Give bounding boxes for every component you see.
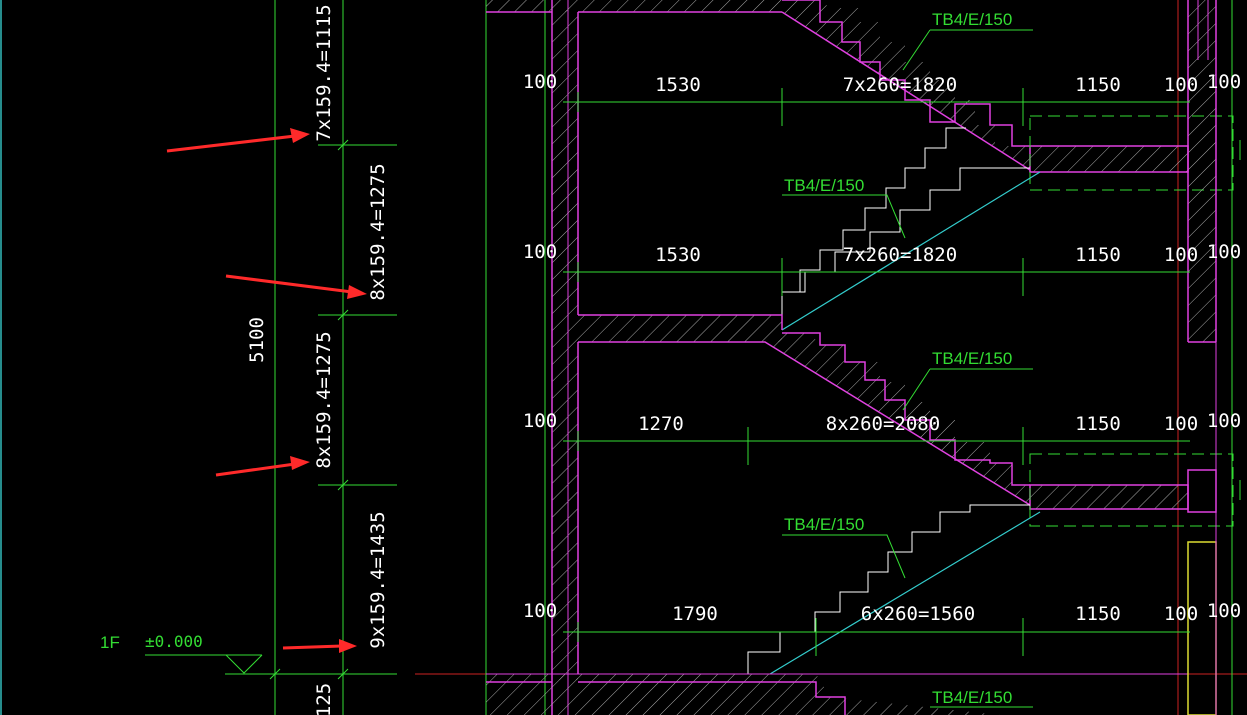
- flight-3-end: 100: [1164, 413, 1198, 435]
- flight-1-platform: 1150: [1075, 74, 1121, 96]
- flight-2-wall: 100: [523, 241, 557, 263]
- vertical-dimension-chain: [225, 0, 397, 715]
- level-elevation: ±0.000: [145, 632, 203, 651]
- right-wall: [1187, 0, 1241, 715]
- landing-slab-mid: [578, 314, 1031, 506]
- flight-2-landing: 1530: [655, 244, 701, 266]
- riser-dim-1: 7x159.4=1115: [313, 4, 335, 141]
- flight-3-wall: 100: [523, 410, 557, 432]
- level-name: 1F: [100, 633, 120, 652]
- bottom-slab: [486, 673, 1188, 715]
- flight-3-platform: 1150: [1075, 413, 1121, 435]
- flight-4-end: 100: [1164, 603, 1198, 625]
- flight-1-landing: 1530: [655, 74, 701, 96]
- total-height-dim: 5100: [246, 317, 268, 363]
- flight-2-end: 100: [1164, 244, 1198, 266]
- flight-1-run: 7x260=1820: [843, 74, 957, 96]
- stair-label-4: TB4/E/150: [784, 515, 864, 534]
- stair-label-5: TB4/E/150: [932, 688, 1012, 707]
- leader-lines: [782, 29, 1033, 708]
- riser-dim-4: 9x159.4=1435: [367, 511, 389, 648]
- stair-line-1: [781, 171, 1041, 331]
- flight-4-platform: 1150: [1075, 603, 1121, 625]
- flight-2-run: 7x260=1820: [843, 244, 957, 266]
- flight-3-run: 8x260=2080: [826, 413, 940, 435]
- stair-label-2: TB4/E/150: [784, 176, 864, 195]
- stair-flight-upper-2: [781, 127, 1030, 315]
- horizontal-dims: [563, 88, 1190, 656]
- stair-label-1: TB4/E/150: [932, 10, 1012, 29]
- stair-label-3: TB4/E/150: [932, 349, 1012, 368]
- flight-2-platform: 1150: [1075, 244, 1121, 266]
- platform-slab-1: [1029, 115, 1234, 191]
- flight-4-end2: 100: [1207, 600, 1241, 622]
- stair-flight-upper-1: [781, 0, 1031, 171]
- bottom-dim: 125: [313, 683, 335, 715]
- flight-4-run: 6x260=1560: [861, 603, 975, 625]
- flight-2-end2: 100: [1207, 241, 1241, 263]
- flight-1-end: 100: [1164, 74, 1198, 96]
- stair-line-2: [769, 511, 1041, 675]
- riser-dim-3: 8x159.4=1275: [313, 331, 335, 468]
- flight-4-landing: 1790: [672, 603, 718, 625]
- flight-4-wall: 100: [523, 600, 557, 622]
- platform-slab-2: [1029, 453, 1234, 527]
- level-marker: [145, 654, 263, 674]
- flight-1-end2: 100: [1207, 71, 1241, 93]
- flight-3-landing: 1270: [638, 413, 684, 435]
- flight-3-end2: 100: [1207, 410, 1241, 432]
- riser-dim-2: 8x159.4=1275: [367, 163, 389, 300]
- flight-1-wall: 100: [523, 71, 557, 93]
- red-arrows: [166, 128, 367, 653]
